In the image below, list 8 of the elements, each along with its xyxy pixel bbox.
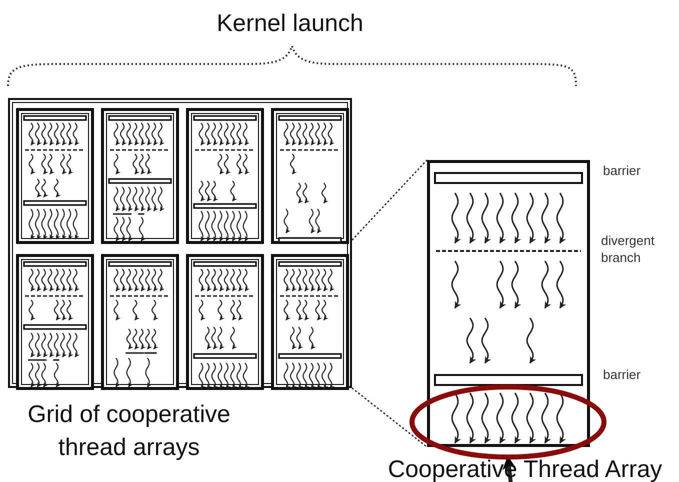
zoom-line <box>352 160 428 241</box>
zoom-line <box>352 387 428 448</box>
title: Kernel launch <box>216 10 364 38</box>
node-label: Grid of cooperative thread arrays <box>26 400 232 463</box>
highlight-ellipse <box>409 384 607 460</box>
annotation-label: barrier <box>603 162 642 179</box>
annotation-label: barrier <box>603 366 642 383</box>
annotation-label: divergent branch <box>601 232 656 266</box>
